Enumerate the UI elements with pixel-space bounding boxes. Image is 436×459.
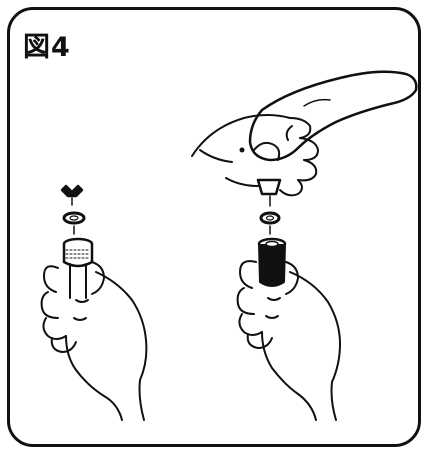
figure-label: 図4 bbox=[23, 34, 71, 61]
figure-frame bbox=[7, 7, 421, 447]
